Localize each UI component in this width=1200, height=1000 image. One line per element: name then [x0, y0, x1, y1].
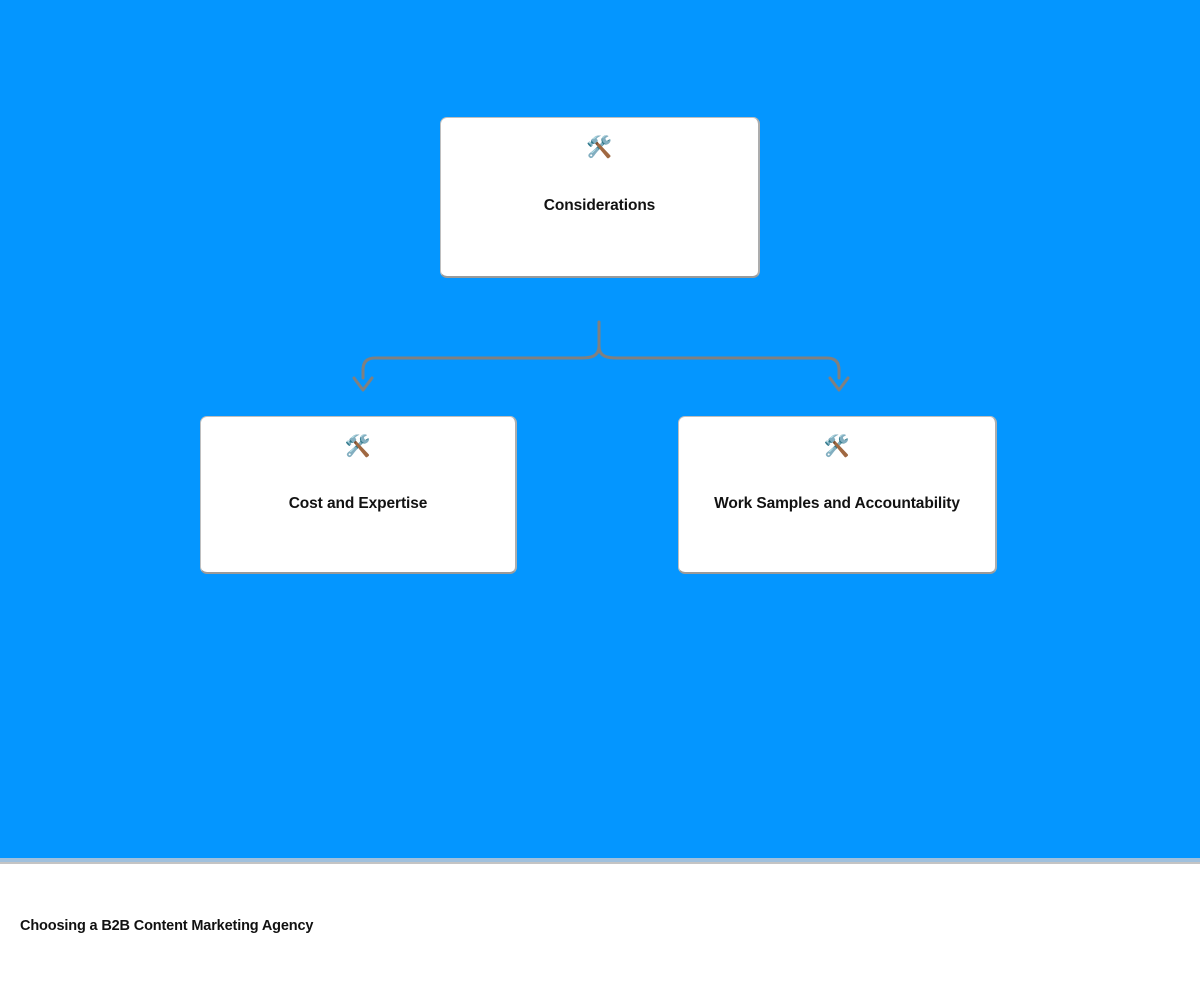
hammer-and-wrench-icon: 🛠️	[823, 434, 851, 458]
connector-branch-right	[597, 344, 841, 380]
node-considerations[interactable]: 🛠️ Considerations	[440, 117, 760, 278]
node-work-samples-and-accountability[interactable]: 🛠️ Work Samples and Accountability	[678, 416, 997, 574]
node-cost-and-expertise[interactable]: 🛠️ Cost and Expertise	[200, 416, 517, 574]
footer-area: Choosing a B2B Content Marketing Agency	[0, 864, 1200, 1000]
canvas-bottom-band	[0, 858, 1200, 863]
diagram-caption: Choosing a B2B Content Marketing Agency	[20, 918, 314, 934]
hammer-and-wrench-icon: 🛠️	[344, 434, 372, 458]
diagram-canvas: 🛠️ Considerations 🛠️ Cost and Expertise …	[0, 0, 1200, 858]
arrowhead-left-icon	[352, 376, 374, 392]
node-label: Work Samples and Accountability	[714, 495, 960, 512]
node-label: Cost and Expertise	[288, 495, 428, 512]
hammer-and-wrench-icon: 🛠️	[586, 135, 613, 159]
canvas-divider-line	[0, 862, 1200, 864]
node-label: Considerations	[543, 197, 656, 214]
arrowhead-right-icon	[828, 376, 850, 392]
connector-branch-left	[361, 344, 601, 380]
